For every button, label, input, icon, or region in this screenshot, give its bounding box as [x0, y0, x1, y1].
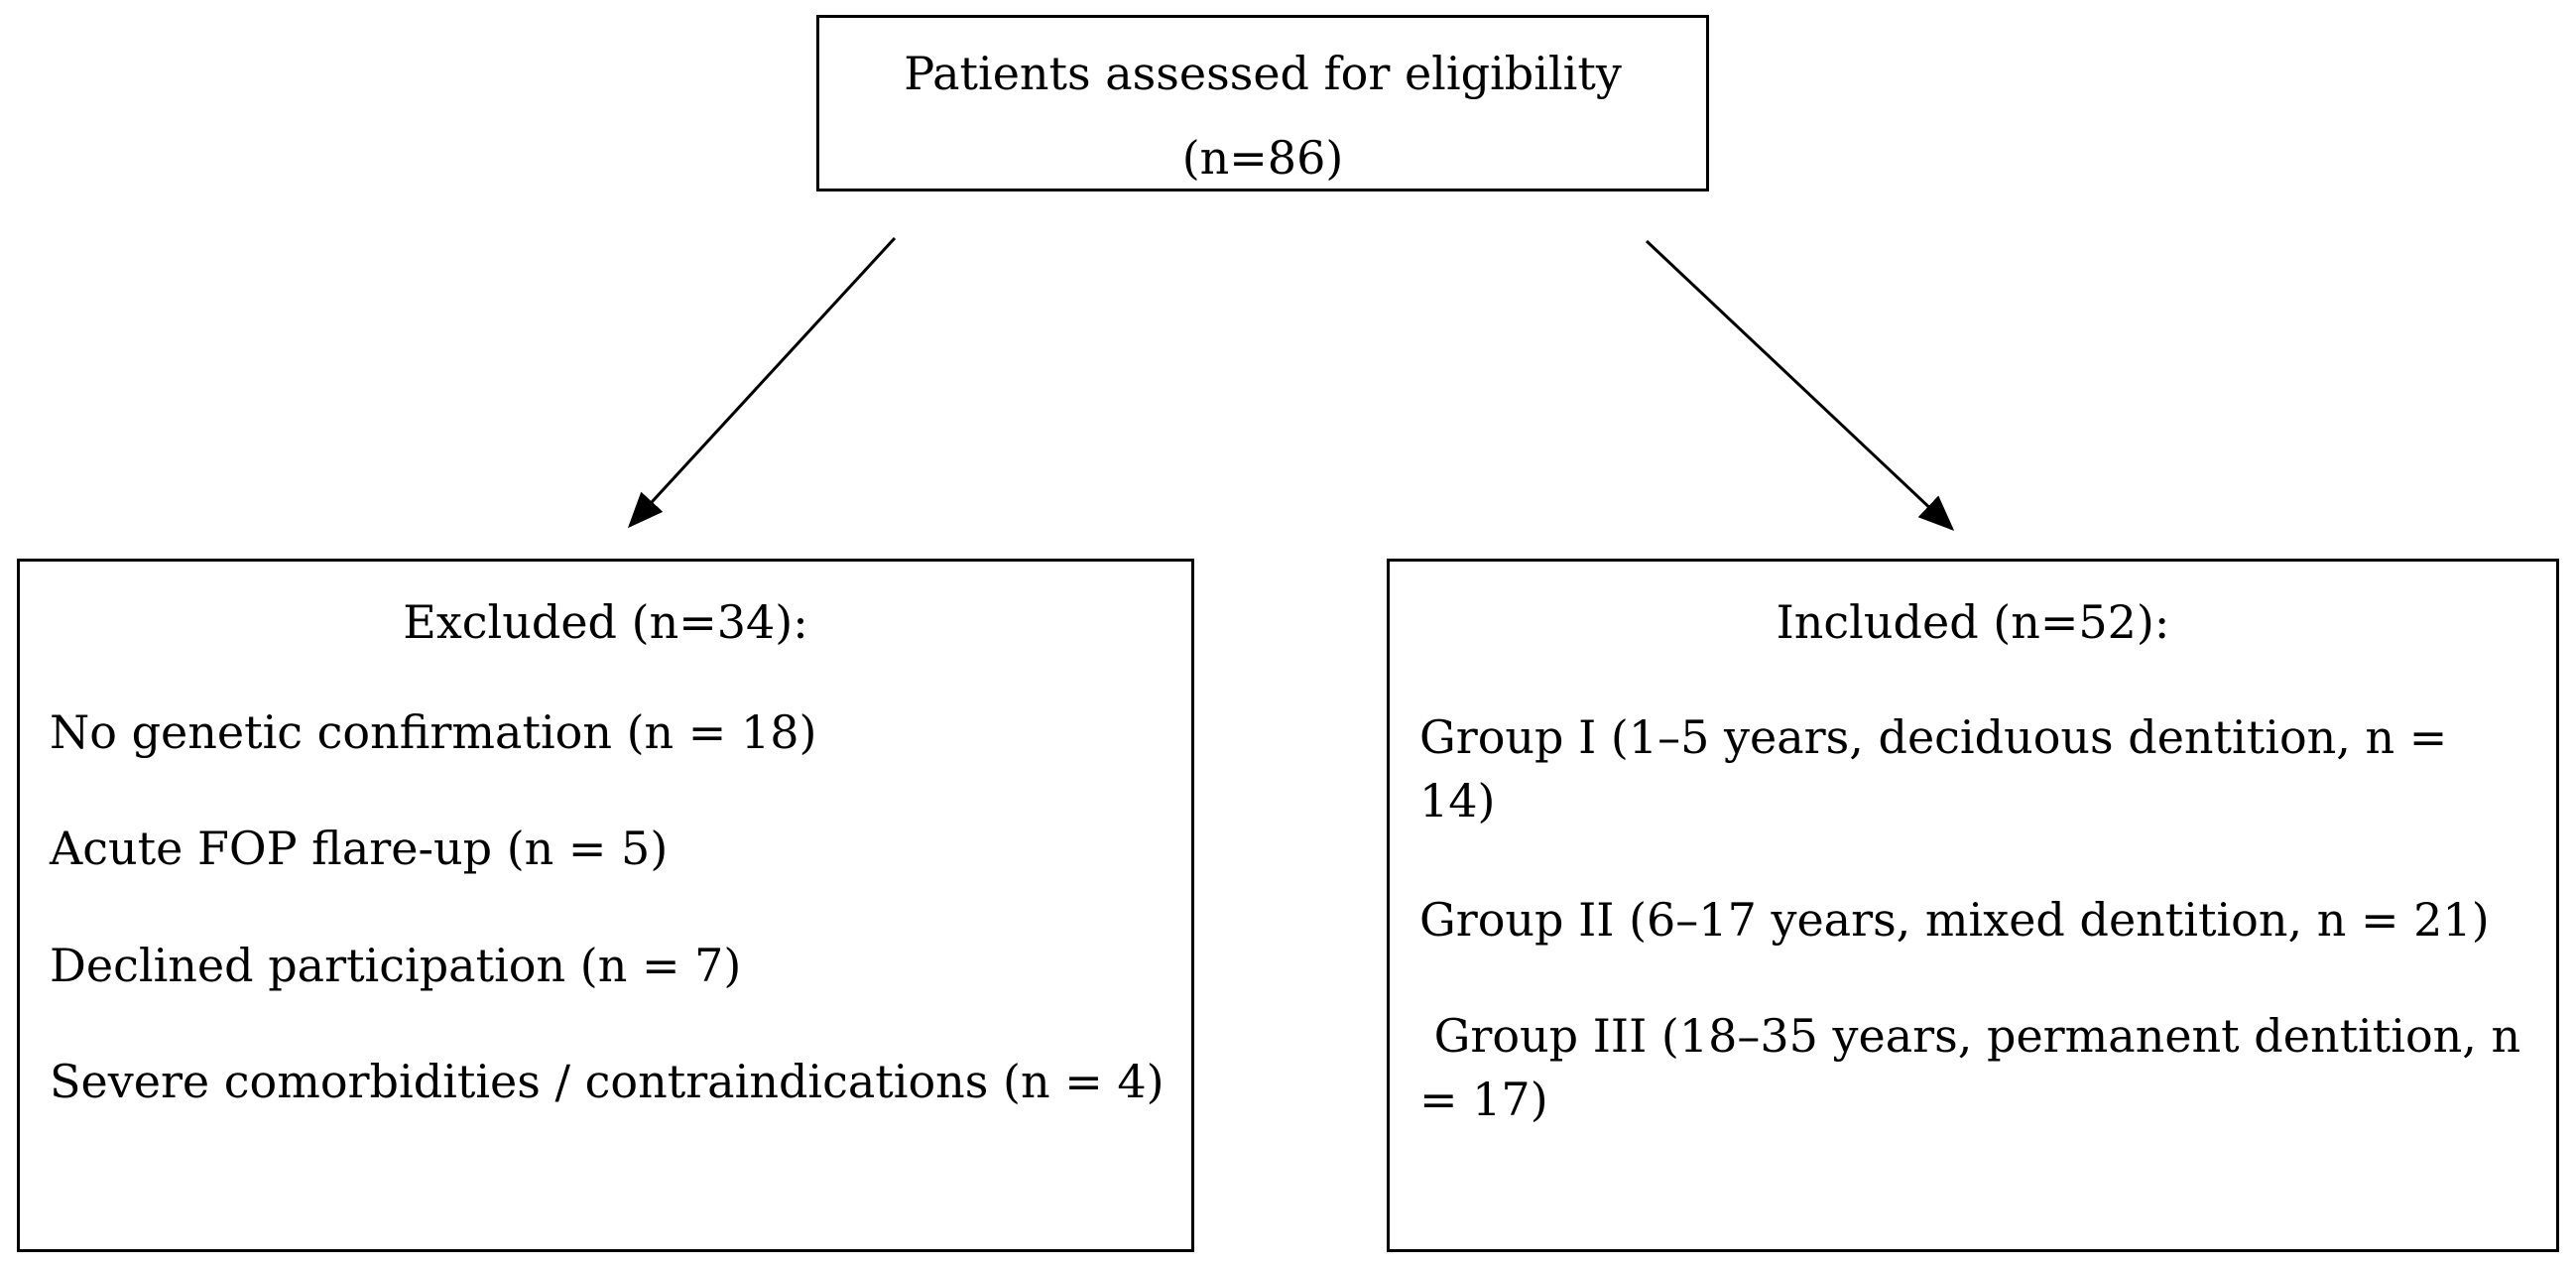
- excluded-item: Acute FOP flare-up (n = 5): [50, 822, 669, 875]
- eligibility-box: Patients assessed for eligibility (n=86): [816, 15, 1709, 191]
- included-heading: Included (n=52):: [1776, 595, 2170, 649]
- included-item: Group III (18–35 years, permanent dentit…: [1419, 1009, 2535, 1127]
- eligibility-title: Patients assessed for eligibility: [904, 47, 1622, 100]
- excluded-item: Severe comorbidities / contraindications…: [50, 1055, 1165, 1108]
- arrow-to-excluded: [627, 236, 897, 529]
- excluded-item: No genetic confirmation (n = 18): [50, 705, 817, 759]
- excluded-heading: Excluded (n=34):: [403, 595, 808, 649]
- included-box: Included (n=52): Group I (1–5 years, dec…: [1387, 559, 2559, 1252]
- excluded-box: Excluded (n=34): No genetic confirmation…: [17, 559, 1194, 1252]
- included-item: Group II (6–17 years, mixed dentition, n…: [1419, 893, 2490, 947]
- included-item: Group I (1–5 years, deciduous dentition,…: [1419, 710, 2448, 828]
- eligibility-count: (n=86): [1181, 131, 1344, 185]
- arrow-to-included: [1645, 239, 1955, 532]
- excluded-item: Declined participation (n = 7): [50, 939, 742, 992]
